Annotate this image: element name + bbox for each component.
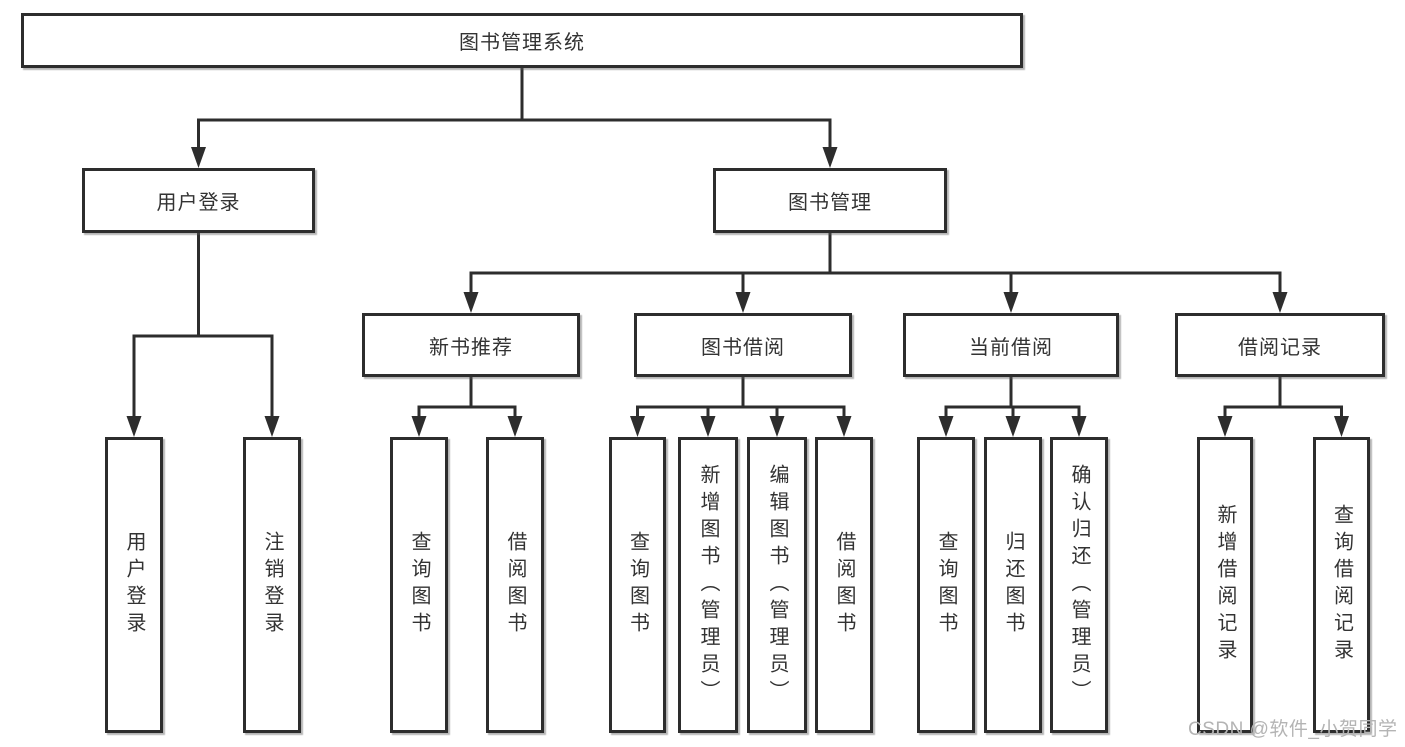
diagram-leaf-query-books-3: 查询图书 — [917, 437, 975, 733]
diagram-node-new-book-recommend: 新书推荐 — [362, 313, 580, 377]
arrowhead-icon — [630, 416, 645, 437]
arrowhead-icon — [1334, 416, 1349, 437]
diagram-leaf-borrow-books-1: 借阅图书 — [486, 437, 544, 733]
diagram-leaf-user-login: 用户登录 — [105, 437, 163, 733]
arrowhead-icon — [463, 292, 479, 313]
arrowhead-icon — [507, 416, 523, 437]
diagram-node-root: 图书管理系统 — [21, 13, 1023, 68]
diagram-node-book-management: 图书管理 — [713, 168, 947, 233]
arrowhead-icon — [1071, 416, 1087, 437]
diagram-leaf-query-books-2: 查询图书 — [609, 437, 666, 733]
diagram-leaf-borrow-books-2: 借阅图书 — [815, 437, 873, 733]
arrowhead-icon — [191, 147, 206, 168]
diagram-node-book-borrow: 图书借阅 — [634, 313, 852, 377]
csdn-watermark: CSDN @软件_小贺同学 — [1188, 719, 1398, 740]
arrowhead-icon — [769, 416, 785, 437]
diagram-leaf-return-books: 归还图书 — [984, 437, 1042, 733]
arrowhead-icon — [700, 416, 716, 437]
arrowhead-icon — [1003, 292, 1019, 313]
arrowhead-icon — [1217, 416, 1233, 437]
arrowhead-icon — [735, 292, 751, 313]
arrowhead-icon — [938, 416, 954, 437]
diagram-leaf-logout: 注销登录 — [243, 437, 301, 733]
diagram-leaf-add-borrow-record: 新增借阅记录 — [1197, 437, 1253, 733]
diagram-leaf-query-borrow-record: 查询借阅记录 — [1313, 437, 1370, 733]
diagram-node-current-borrow: 当前借阅 — [903, 313, 1119, 377]
diagram-leaf-add-books-admin: 新增图书（管理员） — [678, 437, 738, 733]
diagram-node-borrow-records: 借阅记录 — [1175, 313, 1385, 377]
diagram-leaf-confirm-return-admin: 确认归还（管理员） — [1050, 437, 1108, 733]
arrowhead-icon — [1005, 416, 1021, 437]
arrowhead-icon — [411, 416, 427, 437]
arrowhead-icon — [1272, 292, 1288, 313]
arrowhead-icon — [264, 416, 280, 437]
arrowhead-icon — [822, 147, 838, 168]
arrowhead-icon — [126, 416, 142, 437]
diagram-leaf-edit-books-admin: 编辑图书（管理员） — [747, 437, 807, 733]
diagram-leaf-query-books-1: 查询图书 — [390, 437, 448, 733]
arrowhead-icon — [836, 416, 852, 437]
diagram-node-user-login: 用户登录 — [82, 168, 315, 233]
